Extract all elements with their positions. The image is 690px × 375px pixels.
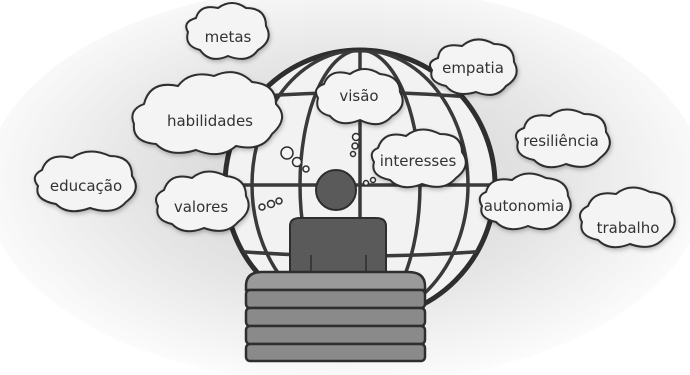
cloud-habilidades: habilidades <box>131 71 283 156</box>
cloud-label-trabalho: trabalho <box>597 219 660 237</box>
cloud-label-empatia: empatia <box>442 59 504 77</box>
cloud-autonomia: autonomia <box>478 172 572 231</box>
cloud-trabalho: trabalho <box>579 186 676 249</box>
cloud-label-autonomia: autonomia <box>484 197 564 215</box>
cloud-label-resiliencia: resiliência <box>523 132 599 150</box>
cloud-label-valores: valores <box>174 198 228 216</box>
cloud-metas: metas <box>185 2 270 60</box>
cloud-label-educacao: educação <box>50 177 122 195</box>
book-stack <box>244 270 427 363</box>
cloud-educacao: educação <box>33 150 137 213</box>
person-body <box>289 217 387 289</box>
cloud-visao: visão <box>315 68 404 126</box>
cloud-label-habilidades: habilidades <box>167 112 253 130</box>
cloud-valores: valores <box>155 170 250 233</box>
cloud-empatia: empatia <box>429 38 518 96</box>
cloud-label-metas: metas <box>205 28 252 46</box>
cloud-interesses: interesses <box>370 128 467 189</box>
person-head <box>315 169 357 211</box>
cloud-label-interesses: interesses <box>380 152 457 170</box>
thought-bubbles <box>258 132 377 211</box>
cloud-resiliencia: resiliência <box>515 108 611 169</box>
cloud-label-visao: visão <box>339 87 378 105</box>
